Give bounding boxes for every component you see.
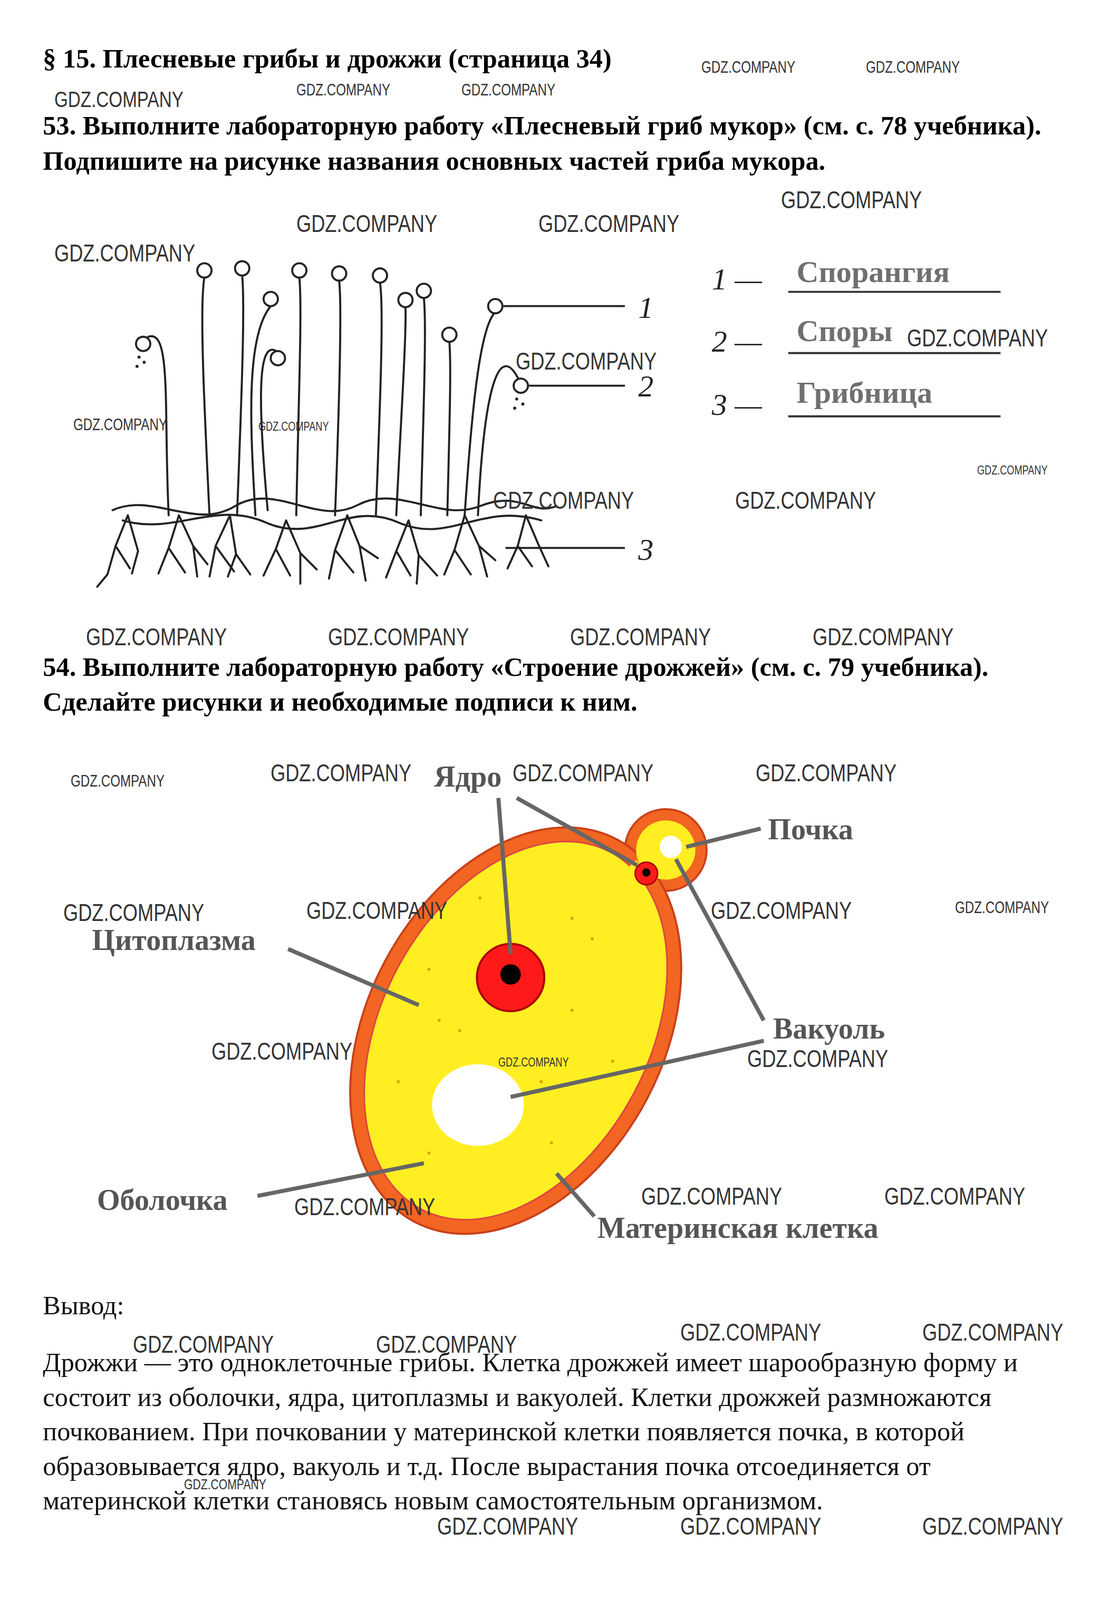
task-text: 53. Выполните лабораторную работу «Плесн… [42, 108, 1064, 179]
answer-text: Спорангия [796, 255, 950, 289]
watermark: GDZ.COMPANY [73, 416, 168, 433]
watermark: GDZ.COMPANY [780, 187, 922, 212]
answer-text: Споры [796, 314, 893, 349]
watermark: GDZ.COMPANY [498, 1056, 569, 1069]
watermark: GDZ.COMPANY [437, 1514, 578, 1539]
watermark: GDZ.COMPANY [328, 624, 469, 650]
watermark: GDZ.COMPANY [70, 773, 165, 790]
watermark: GDZ.COMPANY [922, 1320, 1064, 1345]
part-label: Почка [767, 813, 854, 847]
watermark: GDZ.COMPANY [493, 488, 634, 513]
watermark: GDZ.COMPANY [701, 59, 796, 76]
watermark: GDZ.COMPANY [710, 898, 852, 923]
watermark: GDZ.COMPANY [54, 88, 184, 111]
watermark: GDZ.COMPANY [680, 1320, 822, 1345]
watermark: GDZ.COMPANY [812, 624, 954, 650]
watermark: GDZ.COMPANY [306, 898, 448, 923]
watermark: GDZ.COMPANY [54, 240, 196, 266]
watermark: GDZ.COMPANY [955, 899, 1049, 916]
watermark: GDZ.COMPANY [735, 488, 876, 513]
watermark: GDZ.COMPANY [132, 1332, 274, 1357]
watermark: GDZ.COMPANY [538, 211, 680, 236]
watermark: GDZ.COMPANY [184, 1477, 267, 1492]
watermark: GDZ.COMPANY [294, 1194, 436, 1220]
watermark: GDZ.COMPANY [270, 760, 412, 786]
watermark: GDZ.COMPANY [680, 1514, 822, 1539]
watermark: GDZ.COMPANY [641, 1184, 783, 1209]
watermark: GDZ.COMPANY [296, 81, 391, 99]
watermark: GDZ.COMPANY [977, 464, 1048, 477]
watermark: GDZ.COMPANY [63, 900, 205, 925]
watermark: GDZ.COMPANY [258, 420, 329, 433]
yeast-leader-lines [257, 798, 764, 1218]
watermark: GDZ.COMPANY [865, 59, 960, 76]
callout-number: 3 [638, 533, 654, 567]
callout-number: 1 — [711, 262, 763, 297]
part-label: Ядро [434, 760, 502, 794]
watermark: GDZ.COMPANY [747, 1046, 889, 1072]
watermark: GDZ.COMPANY [296, 211, 438, 236]
watermark: GDZ.COMPANY [755, 760, 897, 786]
part-label: Оболочка [97, 1184, 228, 1218]
callout-number: 1 [638, 291, 654, 325]
answer-text: Грибница [796, 375, 933, 410]
watermark: GDZ.COMPANY [461, 81, 556, 99]
watermark: GDZ.COMPANY [570, 624, 711, 650]
body-text: Вывод: [42, 1288, 124, 1324]
callout-number: 2 [638, 369, 654, 404]
answer-lines [788, 292, 1001, 417]
part-label: Вакуоль [773, 1013, 885, 1046]
page-title: § 15. Плесневые грибы и дрожжи (страница… [42, 42, 612, 75]
watermark: GDZ.COMPANY [515, 349, 657, 374]
callout-number: 3 — [711, 388, 763, 422]
watermark: GDZ.COMPANY [375, 1332, 517, 1357]
watermark: GDZ.COMPANY [211, 1039, 353, 1064]
watermark: GDZ.COMPANY [512, 760, 654, 786]
callout-number: 2 — [711, 324, 763, 359]
watermark: GDZ.COMPANY [884, 1184, 1026, 1209]
watermark: GDZ.COMPANY [907, 325, 1048, 351]
task-text: 54. Выполните лабораторную работу «Строе… [42, 649, 1064, 720]
part-label: Цитоплазма [91, 924, 256, 958]
watermark: GDZ.COMPANY [85, 624, 227, 650]
part-label: Материнская клетка [597, 1212, 879, 1246]
body-text: Дрожжи — это одноклеточные грибы. Клетка… [42, 1345, 1075, 1519]
watermark: GDZ.COMPANY [922, 1514, 1064, 1539]
